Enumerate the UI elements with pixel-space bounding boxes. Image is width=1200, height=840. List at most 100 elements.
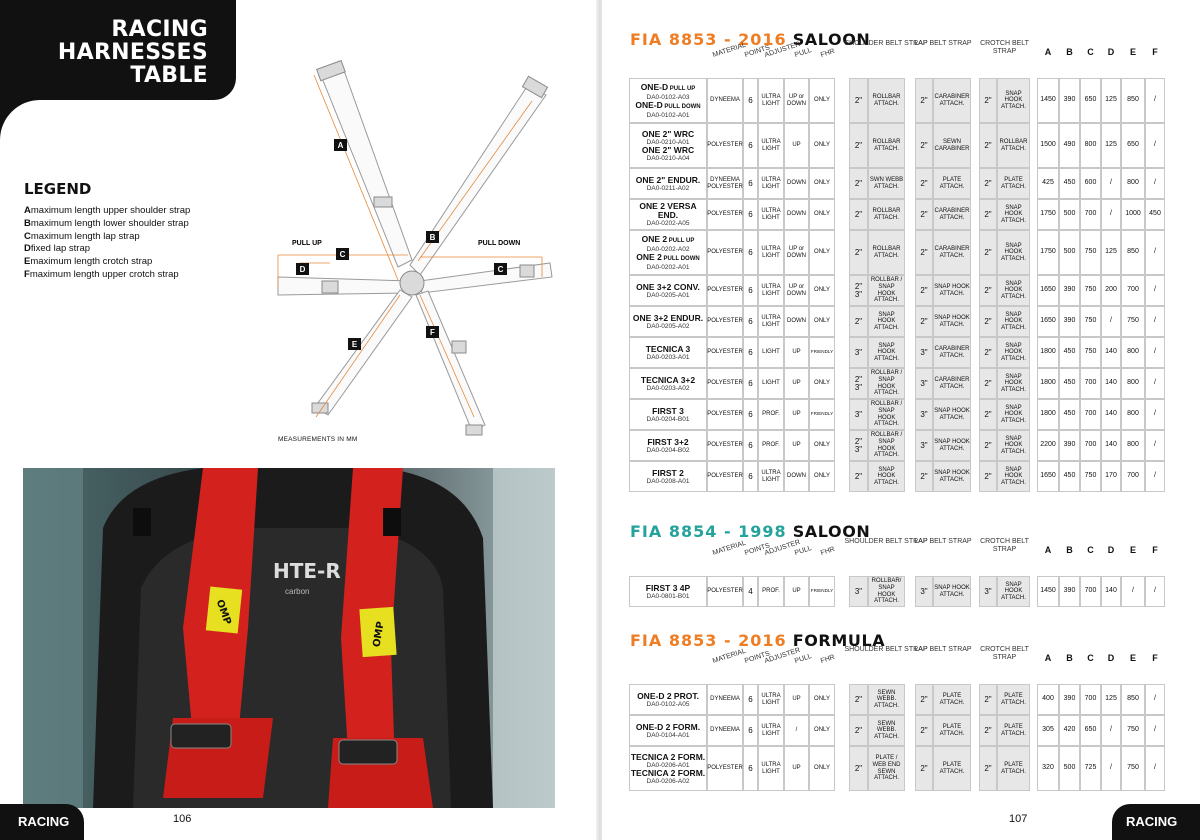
cell-text-pull: UP — [792, 411, 801, 418]
dimension-value: 170 — [1105, 472, 1117, 480]
cell-d2: 700 — [1080, 576, 1101, 607]
strap-width: 2" — [854, 471, 863, 481]
cell-text-sh: SNAP HOOK ATTACH. — [874, 311, 899, 331]
strap-width: 2" — [920, 694, 928, 704]
product-name: ONE 3+2 ENDUR. — [633, 313, 703, 323]
product-name-main: ONE 2 VERSA END. — [639, 201, 697, 220]
col-header-f: F — [1152, 653, 1158, 663]
product-code: DA0-0202-A01 — [646, 263, 690, 271]
cell-fhr: FRIENDLY — [809, 576, 835, 607]
dimension-value: / — [1154, 348, 1156, 356]
cell-text-material: POLYESTER — [707, 442, 743, 449]
product-code: DA0-0203-A01 — [646, 353, 690, 361]
cell-cr_size: 2" — [979, 199, 997, 230]
col-header-a: A — [1044, 47, 1052, 57]
product-name: TECNICA 2 FORM. — [631, 768, 705, 778]
strap-width: 2" — [984, 694, 992, 704]
cell-d2: 700 — [1080, 399, 1101, 430]
cell-adjuster: ULTRA LIGHT — [758, 461, 784, 492]
cell-material: DYNEEMA — [707, 715, 743, 746]
cell-material: POLYESTER — [707, 123, 743, 168]
cell-text-pull: UP or DOWN — [787, 245, 806, 259]
points-value: 6 — [748, 178, 753, 188]
strap-width: 2" 3" — [854, 374, 863, 392]
strap-width: 2" — [984, 285, 992, 295]
measure-line-f — [419, 294, 475, 418]
cell-d2: 700 — [1080, 199, 1101, 230]
cell-points: 6 — [743, 399, 758, 430]
crotch-end-right — [465, 424, 483, 436]
dimension-value: 420 — [1063, 726, 1076, 734]
buckle-right — [338, 739, 398, 765]
cell-sh: ROLLBAR / SNAP HOOK ATTACH. — [868, 368, 905, 399]
cell-d5: / — [1145, 230, 1165, 275]
cell-text-adjuster: ULTRA LIGHT — [761, 469, 781, 483]
col-header-shoulder: SHOULDER BELT STRAP — [844, 538, 928, 545]
cell-d3: 125 — [1101, 684, 1121, 715]
dimension-value: 490 — [1063, 141, 1076, 149]
dimension-value: 800 — [1127, 379, 1139, 387]
cell-material: DYNEEMA POLYESTER — [707, 168, 743, 199]
cell-pull: DOWN — [784, 168, 809, 199]
cell-lap_size: 2" — [915, 684, 933, 715]
cell-cr_size: 2" — [979, 337, 997, 368]
cell-d1: 500 — [1059, 746, 1080, 791]
harness-diagram: PULL UP PULL DOWN A B C C D E F — [277, 59, 553, 436]
product-name: ONE 3+2 CONV. — [636, 282, 700, 292]
cell-adjuster: ULTRA LIGHT — [758, 168, 784, 199]
footer-section-label-right: RACING — [1112, 804, 1200, 840]
col-header-f: F — [1152, 545, 1158, 555]
cell-d3: 125 — [1101, 78, 1121, 123]
cell-lap: CARABINER ATTACH. — [933, 230, 971, 275]
cell-d4: 750 — [1121, 306, 1145, 337]
product-code: DA0-0202-A05 — [646, 220, 690, 227]
cell-sh_size: 2" 3" — [849, 275, 868, 306]
cell-pull: UP or DOWN — [784, 230, 809, 275]
cell-d3: 140 — [1101, 368, 1121, 399]
dimension-value: 700 — [1084, 695, 1097, 703]
cell-d1: 390 — [1059, 430, 1080, 461]
product-name-main: ONE 2" ENDUR. — [635, 174, 701, 185]
col-header-b: B — [1066, 653, 1073, 663]
dimension-value: / — [1154, 764, 1156, 772]
dimension-value: / — [1154, 441, 1156, 449]
cell-lap: SNAP HOOK ATTACH. — [933, 275, 971, 306]
cell-sh_size: 2" — [849, 230, 868, 275]
cell-cr_size: 2" — [979, 78, 997, 123]
cell-d1: 390 — [1059, 576, 1080, 607]
product-name: ONE 2" WRC — [642, 129, 694, 139]
strap-width: 3" — [920, 440, 928, 450]
cell-text-material: POLYESTER — [707, 588, 743, 595]
product-name: ONE 2 PULL DOWN — [636, 252, 699, 264]
cell-text-adjuster: ULTRA LIGHT — [761, 761, 781, 775]
strap-width: 3" — [920, 586, 928, 596]
strap-width: 2" — [984, 378, 992, 388]
cell-material: POLYESTER — [707, 399, 743, 430]
dimension-value: 200 — [1105, 286, 1117, 294]
cell-text-cr: PLATE ATTACH. — [1001, 761, 1026, 775]
cell-lap_size: 2" — [915, 123, 933, 168]
cell-text-pull: UP or DOWN — [787, 283, 806, 297]
cell-text-adjuster: LIGHT — [762, 349, 780, 356]
cell-d3: 125 — [1101, 230, 1121, 275]
cell-d2: 650 — [1080, 715, 1101, 746]
cell-text-fhr: ONLY — [814, 696, 830, 703]
label-f: F — [430, 328, 435, 337]
cell-fhr: ONLY — [809, 368, 835, 399]
cell-lap_size: 3" — [915, 337, 933, 368]
cell-name: ONE 3+2 CONV.DA0-0205-A01 — [629, 275, 707, 306]
points-value: 4 — [748, 586, 753, 596]
crotch-adjuster — [451, 340, 467, 354]
cell-cr: SNAP HOOK ATTACH. — [997, 461, 1030, 492]
cell-text-pull: UP — [792, 349, 801, 356]
dimension-value: 700 — [1084, 587, 1097, 595]
buckle-left — [170, 723, 232, 749]
cell-text-cr: SNAP HOOK ATTACH. — [1001, 581, 1026, 601]
